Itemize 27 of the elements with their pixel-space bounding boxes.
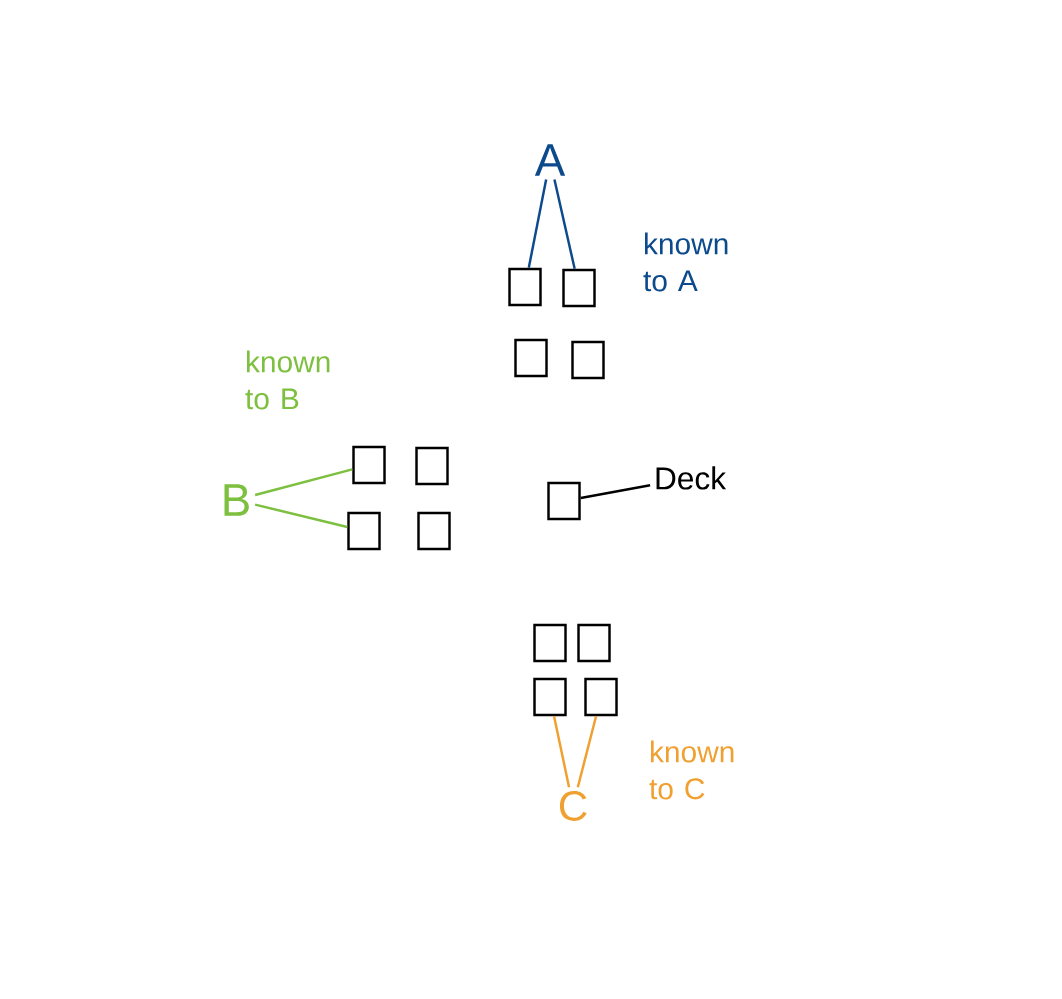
card-box bbox=[415, 446, 449, 486]
connector-line bbox=[254, 468, 353, 497]
connector-line bbox=[552, 715, 571, 788]
note-text: known to C bbox=[649, 740, 734, 800]
leader-line bbox=[580, 484, 651, 500]
note-text: known to B bbox=[245, 350, 330, 410]
connector-line bbox=[553, 179, 576, 270]
node-label: A bbox=[534, 144, 566, 176]
node-label: B bbox=[224, 484, 249, 516]
connector-line bbox=[254, 503, 348, 529]
note-text: known to A bbox=[643, 232, 728, 292]
card-box bbox=[347, 511, 381, 551]
card-box bbox=[514, 338, 548, 378]
card-box bbox=[571, 340, 605, 380]
card-box bbox=[547, 481, 581, 521]
card-box bbox=[352, 445, 386, 485]
card-box bbox=[508, 267, 542, 307]
card-box bbox=[533, 623, 567, 663]
connector-line bbox=[576, 715, 598, 788]
card-box bbox=[417, 511, 451, 551]
card-box bbox=[577, 623, 611, 663]
card-box bbox=[584, 677, 618, 717]
node-label: Deck bbox=[656, 466, 727, 490]
connector-line bbox=[527, 179, 548, 268]
card-box bbox=[533, 677, 567, 717]
node-label: C bbox=[559, 791, 587, 821]
card-box bbox=[562, 268, 596, 308]
